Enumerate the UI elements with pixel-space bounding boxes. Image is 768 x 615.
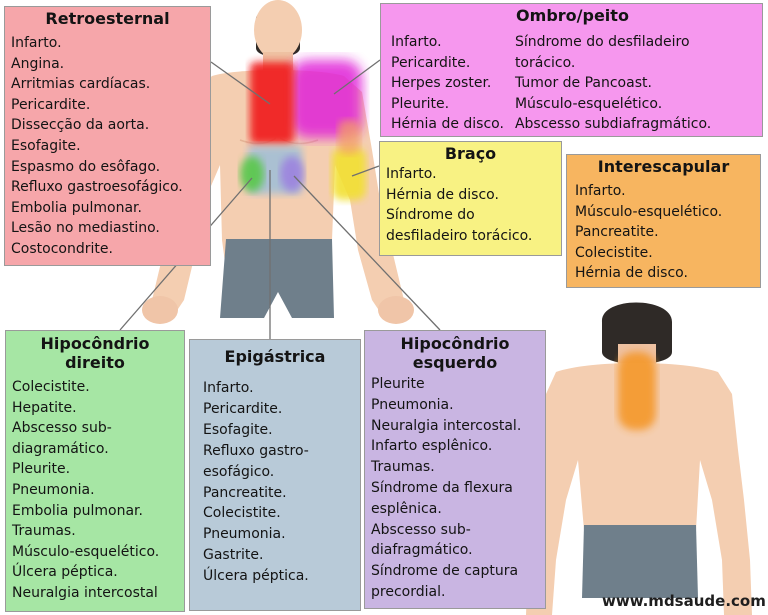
epigastrica-item: Úlcera péptica.: [203, 568, 309, 585]
interescapular-item: Infarto.: [575, 183, 626, 199]
region-retroesternal: [250, 62, 294, 144]
ombro-peito-item: Abscesso subdiafragmático.: [514, 116, 712, 133]
region-interescapular: [618, 352, 656, 430]
ombro-peito-item: Músculo-esquelético.: [514, 95, 663, 112]
retroesternal-box: Retroesternal Infarto. Angina. Arritmias…: [4, 6, 211, 266]
hipocondrio-direito-item: Abscesso sub-diagramático.: [12, 420, 112, 457]
interescapular-item: Pancreatite.: [575, 224, 659, 241]
epigastrica-item: Gastrite.: [203, 547, 264, 564]
ombro-peito-item: Pericardite.: [391, 54, 471, 71]
hipocondrio-esquerdo-item: Infarto esplênico.: [371, 438, 493, 455]
hipocondrio-direito-item: Pneumonia.: [12, 481, 95, 498]
retroesternal-item: Embolia pulmonar.: [11, 199, 142, 216]
hipocondrio-esquerdo-item: Síndrome da flexura esplênica.: [371, 479, 513, 517]
epigastrica-item: Infarto.: [203, 380, 254, 396]
braco-box: Braço Infarto. Hérnia de disco. Síndrome…: [379, 141, 562, 256]
ombro-peito-item: Pleurite.: [391, 95, 450, 112]
hipocondrio-esquerdo-box: Hipocôndrio esquerdo Pleurite Pneumonia.…: [364, 330, 546, 609]
retroesternal-item: Esofagite.: [11, 137, 81, 154]
hipocondrio-esquerdo-item: Pleurite: [371, 376, 425, 392]
hipocondrio-direito-item: Hepatite.: [12, 399, 77, 416]
retroesternal-item: Costocondrite.: [11, 240, 113, 257]
region-hipocondrio-direito: [240, 156, 264, 192]
hipocondrio-direito-item: Traumas.: [12, 523, 76, 540]
braco-item: Infarto.: [386, 166, 437, 182]
hipocondrio-direito-item: Músculo-esquelético.: [12, 543, 160, 560]
hipocondrio-esquerdo-item: Abscesso sub-diafragmático.: [371, 521, 473, 559]
braco-item: Hérnia de disco.: [386, 186, 499, 203]
retroesternal-item: Angina.: [11, 55, 65, 72]
website-credit: www.mdsaude.com: [602, 592, 766, 610]
braco-item: desfiladeiro torácico.: [386, 227, 533, 244]
epigastrica-item: Pericardite.: [203, 400, 283, 417]
ombro-peito-item: Hérnia de disco.: [391, 116, 504, 133]
retroesternal-item: Refluxo gastroesofágico.: [11, 179, 183, 196]
back-body-figure: [526, 302, 752, 615]
region-braco: [332, 148, 366, 200]
epigastrica-item: Esofagite.: [203, 421, 273, 438]
ombro-peito-item: Síndrome do desfiladeiro: [514, 34, 690, 50]
ombro-peito-item: torácico.: [514, 54, 576, 71]
retroesternal-item: Dissecção da aorta.: [11, 117, 150, 134]
ombro-peito-item: Herpes zoster.: [391, 75, 492, 92]
region-ombro-peito: [290, 60, 362, 138]
hipocondrio-esquerdo-item: Pneumonia.: [371, 396, 454, 413]
retroesternal-item: Espasmo do esôfago.: [11, 158, 161, 175]
retroesternal-item: Arritmias cardíacas.: [11, 76, 151, 93]
ombro-peito-column-1: Infarto. Pericardite. Herpes zoster. Ple…: [391, 32, 504, 135]
pain-regions-front: [240, 60, 366, 200]
retroesternal-item: Pericardite.: [11, 96, 91, 113]
retroesternal-item: Lesão no mediastino.: [11, 220, 160, 237]
hipocondrio-esquerdo-item: Neuralgia intercostal.: [371, 417, 522, 434]
hipocondrio-direito-item: Pleurite.: [12, 461, 71, 478]
ombro-peito-box: Ombro/peito Infarto. Pericardite. Herpes…: [380, 3, 763, 137]
epigastrica-item: Pneumonia.: [203, 526, 286, 543]
braco-title: Braço: [444, 144, 497, 163]
interescapular-box: Interescapular Infarto. Músculo-esquelét…: [566, 154, 761, 288]
hipocondrio-direito-item: Úlcera péptica.: [12, 564, 118, 581]
epigastrica-item: Refluxo gastro-esofágico.: [203, 442, 309, 480]
retroesternal-item: Infarto.: [11, 35, 62, 51]
braco-item: Síndrome do: [386, 207, 475, 224]
hipocondrio-esquerdo-item: Traumas.: [371, 459, 435, 476]
hipocondrio-direito-item: Colecistite.: [12, 379, 90, 395]
interescapular-item: Músculo-esquelético.: [575, 203, 723, 220]
retroesternal-title: Retroesternal: [45, 9, 170, 28]
ombro-peito-title: Ombro/peito: [516, 6, 629, 25]
epigastrica-box: Epigástrica Infarto. Pericardite. Esofag…: [189, 339, 361, 611]
hipocondrio-direito-title: Hipocôndrio direito: [40, 334, 150, 372]
interescapular-item: Colecistite.: [575, 244, 653, 261]
region-hipocondrio-esquerdo: [280, 156, 304, 192]
ombro-peito-column-2: Síndrome do desfiladeiro torácico. Tumor…: [515, 32, 711, 135]
ombro-peito-item: Tumor de Pancoast.: [514, 75, 652, 92]
hipocondrio-esquerdo-title: Hipocôndrio esquerdo: [400, 334, 510, 372]
ombro-peito-item: Infarto.: [391, 34, 442, 50]
hipocondrio-direito-item: Neuralgia intercostal: [12, 584, 158, 601]
hipocondrio-direito-item: Embolia pulmonar.: [12, 502, 143, 519]
hipocondrio-direito-box: Hipocôndrio direito Colecistite. Hepatit…: [5, 330, 185, 612]
hipocondrio-esquerdo-item: Síndrome de captura precordial.: [371, 563, 519, 600]
interescapular-title: Interescapular: [597, 157, 730, 176]
epigastrica-title: Epigástrica: [224, 347, 326, 366]
interescapular-item: Hérnia de disco.: [575, 265, 688, 282]
region-ombro-lower: [338, 120, 360, 154]
epigastrica-item: Colecistite.: [203, 505, 281, 522]
epigastrica-item: Pancreatite.: [203, 484, 287, 501]
